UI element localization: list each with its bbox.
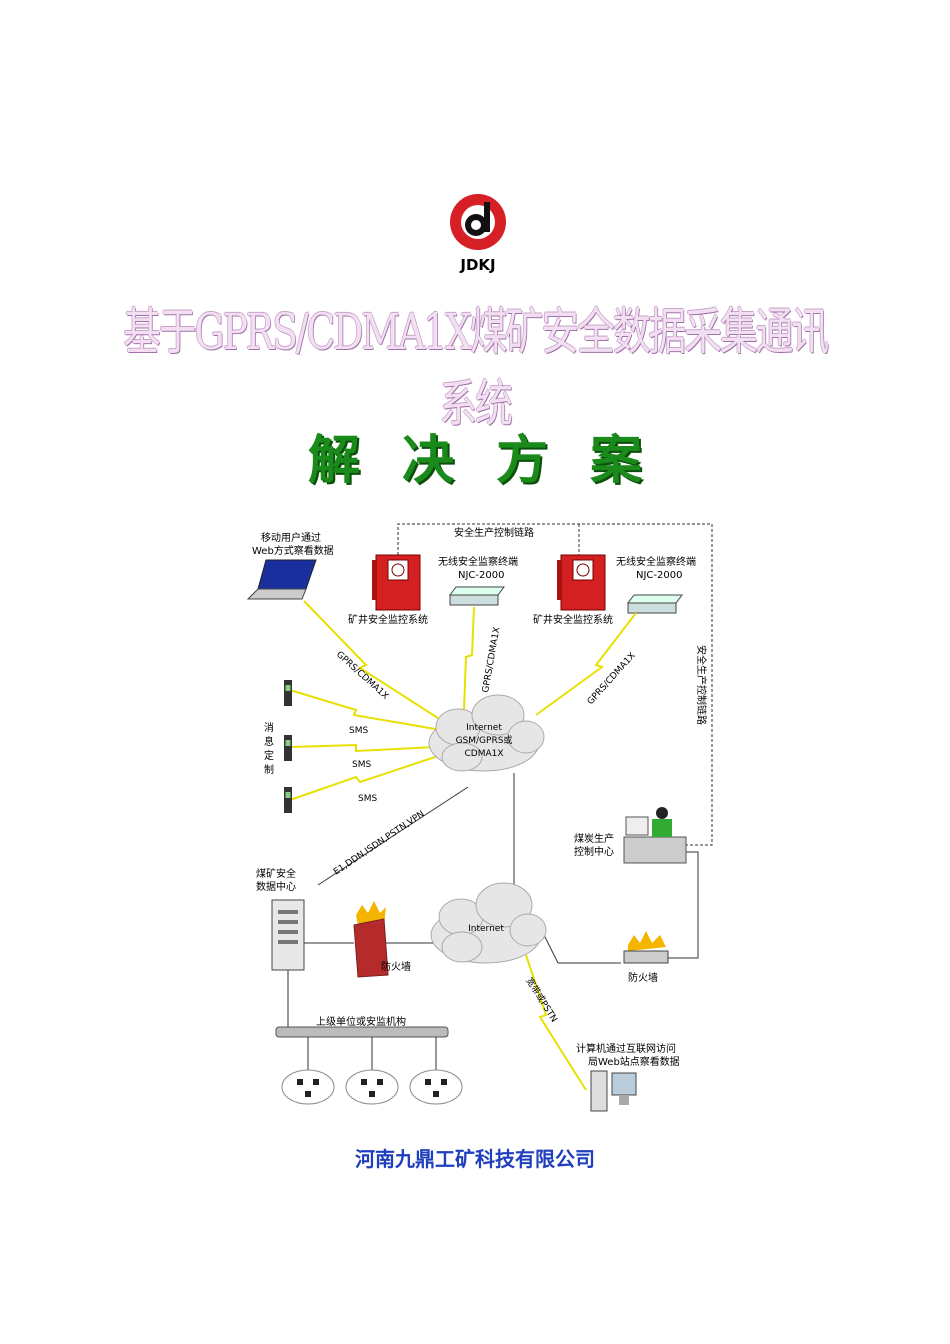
coal-control-label-2: 控制中心 [574, 845, 614, 858]
pc-access-label-2: 局Web站点察看数据 [588, 1055, 680, 1068]
pc-access-label-1: 计算机通过互联网访问 [576, 1042, 676, 1055]
sms-3-label: SMS [358, 794, 377, 804]
gprs-link-2-label: GPRS/CDMA1X [481, 626, 502, 693]
monitor-system-1-label: 矿井安全监控系统 [348, 613, 428, 626]
cloud-1-label-3: CDMA1X [464, 749, 503, 759]
mine-cabinet-icon [557, 554, 606, 611]
terminal-1-model: NJC-2000 [458, 570, 504, 581]
control-link-top-label: 安全生产控制链路 [454, 526, 534, 539]
mobile-phone-icon [284, 787, 292, 813]
coal-control-label-1: 煤炭生产 [574, 832, 614, 845]
message-custom-3: 定 [264, 749, 274, 762]
document-title: 基于GPRS/CDMA1X煤矿安全数据采集通讯系统 [122, 303, 829, 433]
terminal-device-icon [627, 594, 683, 614]
firewall-icon [623, 931, 669, 964]
terminal-1-name: 无线安全监察终端 [438, 555, 518, 568]
firewall-2-label: 防火墙 [628, 971, 658, 984]
mobile-user-label-1: 移动用户通过 [261, 531, 321, 544]
company-logo: JDKJ [440, 192, 520, 274]
laptop-icon [246, 559, 317, 600]
network-diagram: 安全生产控制链路 安全生产控制链路 移动用户通过 Web方式察看数据 矿井安全监… [236, 515, 726, 1120]
cloud-1-label-1: Internet [466, 723, 502, 733]
mobile-user-label-2: Web方式察看数据 [252, 544, 334, 557]
control-link-dashed [397, 523, 713, 846]
server-icon [271, 899, 305, 971]
message-custom-2: 息 [264, 735, 274, 748]
message-custom-4: 制 [264, 763, 274, 776]
mine-cabinet-icon [372, 554, 421, 611]
sms-1-label: SMS [349, 726, 368, 736]
operator-desk-icon [623, 807, 687, 864]
monitor-system-2-label: 矿井安全监控系统 [533, 613, 613, 626]
sms-2-label: SMS [352, 760, 371, 770]
gprs-link-3-label: GPRS/CDMA1X [586, 651, 638, 707]
bus-drops [307, 1037, 437, 1070]
network-bus [275, 1026, 449, 1038]
mobile-phone-icon [284, 680, 292, 706]
gprs-link-1-label: GPRS/CDMA1X [334, 650, 390, 702]
message-custom-1: 消 [264, 721, 274, 734]
desktop-computer-icon [590, 1070, 637, 1112]
terminal-2-name: 无线安全监察终端 [616, 555, 696, 568]
lan-node-icons [297, 1079, 447, 1097]
cloud-icon [430, 882, 547, 964]
cloud-2-label: Internet [468, 924, 504, 934]
data-center-label-2: 数据中心 [256, 880, 296, 893]
wireless-link [289, 600, 637, 1091]
control-link-side-label: 安全生产控制链路 [695, 645, 708, 725]
data-center-label-1: 煤矿安全 [256, 867, 296, 880]
logo-text: JDKJ [459, 256, 495, 274]
terminal-device-icon [449, 586, 505, 606]
document-subtitle: 解决方案 [307, 430, 684, 491]
cloud-1-label-2: GSM/GPRS或 [456, 734, 513, 746]
lan-cloud-icon [281, 1069, 463, 1105]
e1-link-label: E1,DDN,ISDN,PSTN,VPN [332, 809, 426, 877]
cloud-icon [428, 694, 545, 772]
firewall-icon [353, 901, 389, 978]
mobile-phone-icon [284, 735, 292, 761]
terminal-2-model: NJC-2000 [636, 570, 682, 581]
firewall-1-label: 防火墙 [381, 960, 411, 973]
upper-unit-label: 上级单位或安监机构 [316, 1015, 406, 1028]
company-name: 河南九鼎工矿科技有限公司 [355, 1147, 595, 1171]
